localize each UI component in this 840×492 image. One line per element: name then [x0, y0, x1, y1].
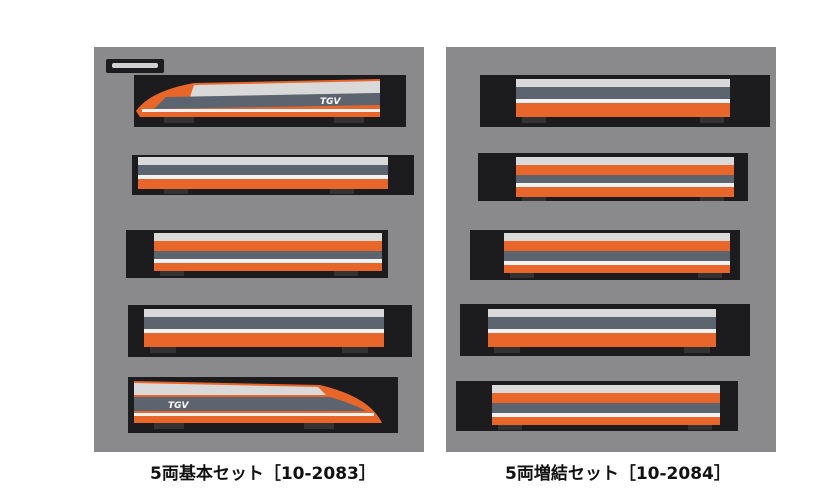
livery-text-tgv: TGV: [168, 401, 190, 411]
caption-extension-set: 5両増結セット［10-2084］: [505, 464, 731, 484]
coach-car: [126, 230, 388, 278]
caption-basic-set: 5両基本セット［10-2083］: [150, 464, 376, 484]
accessory-part: [112, 63, 158, 68]
coach-car: [478, 153, 748, 201]
livery-text-tgv: TGV: [320, 97, 342, 107]
extension-set-cars: [456, 75, 770, 431]
basic-set-cars: TGV: [106, 59, 414, 433]
power-car-right: TGV: [128, 377, 398, 433]
coach-car: [480, 75, 770, 127]
coach-car: [132, 155, 414, 195]
coach-car: [128, 305, 412, 357]
coach-car: [470, 230, 740, 280]
power-car-left: TGV: [134, 75, 406, 127]
coach-car: [456, 381, 738, 431]
box-tray-basic-set: TGV: [94, 47, 424, 452]
coach-car: [460, 304, 750, 356]
box-tray-extension-set: [446, 47, 776, 452]
